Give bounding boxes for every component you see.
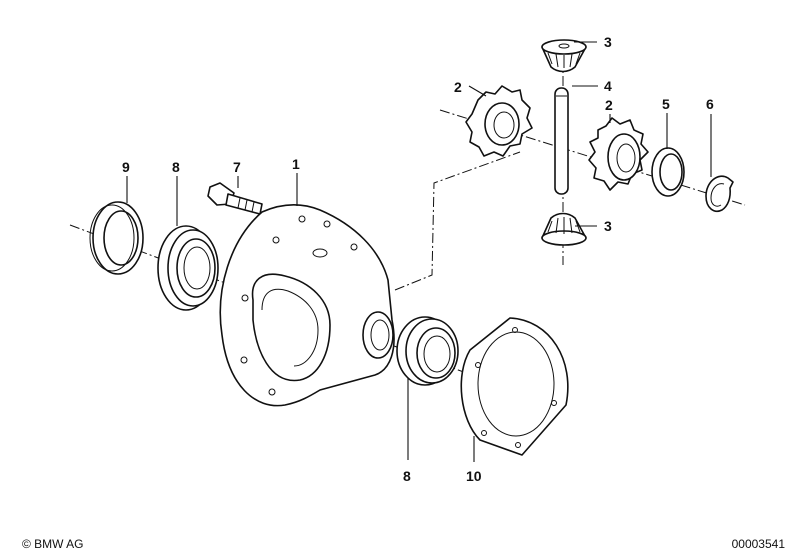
assembly-guide-line xyxy=(394,151,521,291)
part-1-differential-housing xyxy=(219,204,395,407)
callout-7: 7 xyxy=(233,159,241,175)
part-5-thrust-washer xyxy=(651,147,685,197)
leader-lines xyxy=(126,41,712,462)
part-3-pinion-gear-top xyxy=(541,39,587,73)
part-9-seal-ring xyxy=(89,201,144,275)
copyright-label: © BMW AG xyxy=(22,537,84,551)
callout-8-left: 8 xyxy=(172,159,180,175)
part-2-side-gear-left xyxy=(465,85,533,157)
callout-3-bottom: 3 xyxy=(604,218,612,234)
part-6-circlip xyxy=(705,175,734,212)
callout-10: 10 xyxy=(466,468,482,484)
callout-4: 4 xyxy=(604,78,612,94)
callout-2-left: 2 xyxy=(454,79,462,95)
callout-1: 1 xyxy=(292,156,300,172)
part-8-bearing-left xyxy=(157,225,219,311)
part-10-gasket xyxy=(460,317,569,456)
part-8-bearing-right xyxy=(396,316,459,386)
part-4-pin-shaft xyxy=(554,87,569,195)
part-7-bolt xyxy=(207,182,263,215)
callout-6: 6 xyxy=(706,96,714,112)
callout-3-top: 3 xyxy=(604,34,612,50)
part-3-pinion-gear-bottom xyxy=(541,212,587,246)
part-2-side-gear-right xyxy=(588,117,649,191)
drawing-number: 00003541 xyxy=(731,537,785,551)
gear-axis-line xyxy=(439,109,746,206)
callout-2-right: 2 xyxy=(605,97,613,113)
callout-8-right: 8 xyxy=(403,468,411,484)
callout-9: 9 xyxy=(122,159,130,175)
callout-5: 5 xyxy=(662,96,670,112)
